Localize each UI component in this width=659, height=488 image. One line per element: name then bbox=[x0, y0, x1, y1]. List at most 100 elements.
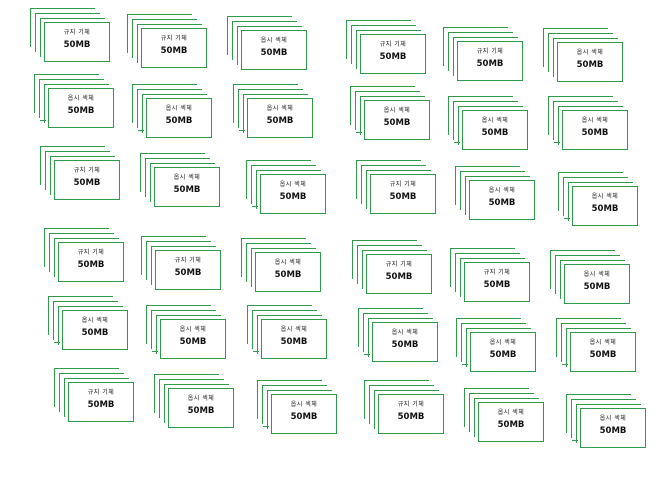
card-stack: 옵시 섹체 50MB bbox=[257, 380, 341, 434]
card-front: 규지 기체 50MB bbox=[141, 28, 207, 68]
card-label: 옵시 섹체 bbox=[589, 339, 617, 346]
card-size: 50MB bbox=[280, 337, 308, 347]
card-size: 50MB bbox=[174, 268, 202, 278]
card-front: 규지 기체 50MB bbox=[44, 22, 110, 62]
card-size: 50MB bbox=[87, 400, 115, 410]
card-size: 50MB bbox=[279, 192, 307, 202]
card-label: 옵시 섹체 bbox=[591, 193, 619, 200]
card-size: 50MB bbox=[290, 412, 318, 422]
card-stack: 옵시 섹체 50MB bbox=[464, 388, 548, 442]
card-size: 50MB bbox=[576, 60, 604, 70]
card-stack: 규지 기체 50MB bbox=[127, 14, 211, 68]
card-stack: 옵시 섹체 50MB bbox=[548, 96, 632, 150]
card-front: 규지 기체 50MB bbox=[68, 382, 134, 422]
card-stack: 옵시 섹체 50MB bbox=[241, 238, 325, 292]
card-label: 옵시 섹체 bbox=[290, 401, 318, 408]
card-size: 50MB bbox=[497, 420, 525, 430]
card-label: 옵시 섹체 bbox=[497, 409, 525, 416]
card-label: 규지 기체 bbox=[389, 181, 417, 188]
card-front: 옵시 섹체 50MB bbox=[247, 98, 313, 138]
card-front: 옵시 섹체 50MB bbox=[255, 252, 321, 292]
card-label: 규지 기체 bbox=[397, 401, 425, 408]
card-label: 옵시 섹체 bbox=[67, 95, 95, 102]
card-size: 50MB bbox=[589, 350, 617, 360]
card-label: 규지 기체 bbox=[483, 269, 511, 276]
card-label: 옵시 섹체 bbox=[274, 259, 302, 266]
card-label: 옵시 섹체 bbox=[173, 174, 201, 181]
tick-mark bbox=[152, 351, 158, 352]
card-front: 규지 기체 50MB bbox=[155, 250, 221, 290]
card-stack: 옵시 섹체 50MB bbox=[455, 166, 539, 220]
card-stack: 옵시 섹체 50MB bbox=[34, 74, 118, 128]
card-label: 규지 기체 bbox=[87, 389, 115, 396]
card-stack: 옵시 섹체 50MB bbox=[48, 296, 132, 350]
card-label: 옵시 섹체 bbox=[279, 181, 307, 188]
tick-mark bbox=[252, 206, 258, 207]
card-front: 옵시 섹체 50MB bbox=[572, 186, 638, 226]
card-front: 옵시 섹체 50MB bbox=[372, 322, 438, 362]
card-front: 옵시 섹체 50MB bbox=[478, 402, 544, 442]
card-label: 규지 기체 bbox=[174, 257, 202, 264]
card-front: 규지 기체 50MB bbox=[378, 394, 444, 434]
card-front: 옵시 섹체 50MB bbox=[580, 408, 646, 448]
card-front: 옵시 섹체 50MB bbox=[241, 30, 307, 70]
tick-mark bbox=[54, 342, 60, 343]
tick-mark bbox=[239, 130, 245, 131]
card-stack: 옵시 섹체 50MB bbox=[247, 305, 331, 359]
card-stack: 규지 기체 50MB bbox=[356, 160, 440, 214]
card-label: 옵시 섹체 bbox=[179, 326, 207, 333]
tick-mark bbox=[253, 351, 259, 352]
card-size: 50MB bbox=[397, 412, 425, 422]
card-front: 옵시 섹체 50MB bbox=[562, 110, 628, 150]
card-stack: 옵시 섹체 50MB bbox=[456, 318, 540, 372]
card-size: 50MB bbox=[591, 204, 619, 214]
card-size: 50MB bbox=[187, 406, 215, 416]
tick-mark bbox=[454, 142, 460, 143]
tick-mark bbox=[138, 130, 144, 131]
card-size: 50MB bbox=[73, 178, 101, 188]
card-size: 50MB bbox=[581, 128, 609, 138]
card-size: 50MB bbox=[67, 106, 95, 116]
card-label: 옵시 섹체 bbox=[383, 107, 411, 114]
card-label: 규지 기체 bbox=[77, 249, 105, 256]
card-size: 50MB bbox=[81, 328, 109, 338]
card-size: 50MB bbox=[599, 426, 627, 436]
card-front: 옵시 섹체 50MB bbox=[160, 319, 226, 359]
card-stack: 옵시 섹체 50MB bbox=[233, 84, 317, 138]
card-label: 옵시 섹체 bbox=[81, 317, 109, 324]
card-front: 옵시 섹체 50MB bbox=[470, 332, 536, 372]
card-front: 규지 기체 50MB bbox=[464, 262, 530, 302]
card-stack: 옵시 섹체 50MB bbox=[140, 153, 224, 207]
card-size: 50MB bbox=[488, 198, 516, 208]
card-stack: 규지 기체 50MB bbox=[141, 236, 225, 290]
card-front: 규지 기체 50MB bbox=[58, 242, 124, 282]
card-stack: 규지 기체 50MB bbox=[450, 248, 534, 302]
card-stack: 옵시 섹체 50MB bbox=[350, 86, 434, 140]
card-label: 옵시 섹체 bbox=[599, 415, 627, 422]
card-size: 50MB bbox=[483, 280, 511, 290]
card-front: 옵시 섹체 50MB bbox=[154, 167, 220, 207]
card-stack: 규지 기체 50MB bbox=[40, 146, 124, 200]
tick-mark bbox=[564, 218, 570, 219]
card-stack: 규지 기체 50MB bbox=[364, 380, 448, 434]
tick-mark bbox=[364, 354, 370, 355]
card-stack: 옵시 섹체 50MB bbox=[246, 160, 330, 214]
card-stack: 규지 기체 50MB bbox=[346, 20, 430, 74]
card-front: 옵시 섹체 50MB bbox=[557, 42, 623, 82]
card-label: 옵시 섹체 bbox=[488, 187, 516, 194]
card-label: 옵시 섹체 bbox=[576, 49, 604, 56]
card-stack: 옵시 섹체 50MB bbox=[154, 374, 238, 428]
card-front: 규지 기체 50MB bbox=[54, 160, 120, 200]
tick-mark bbox=[554, 142, 560, 143]
card-size: 50MB bbox=[489, 350, 517, 360]
card-size: 50MB bbox=[476, 59, 504, 69]
card-label: 규지 기체 bbox=[63, 29, 91, 36]
card-size: 50MB bbox=[274, 270, 302, 280]
card-size: 50MB bbox=[389, 192, 417, 202]
card-front: 옵시 섹체 50MB bbox=[146, 98, 212, 138]
card-stack: 옵시 섹체 50MB bbox=[358, 308, 442, 362]
card-label: 옵시 섹체 bbox=[581, 117, 609, 124]
card-stack: 규지 기체 50MB bbox=[443, 27, 527, 81]
card-size: 50MB bbox=[379, 52, 407, 62]
